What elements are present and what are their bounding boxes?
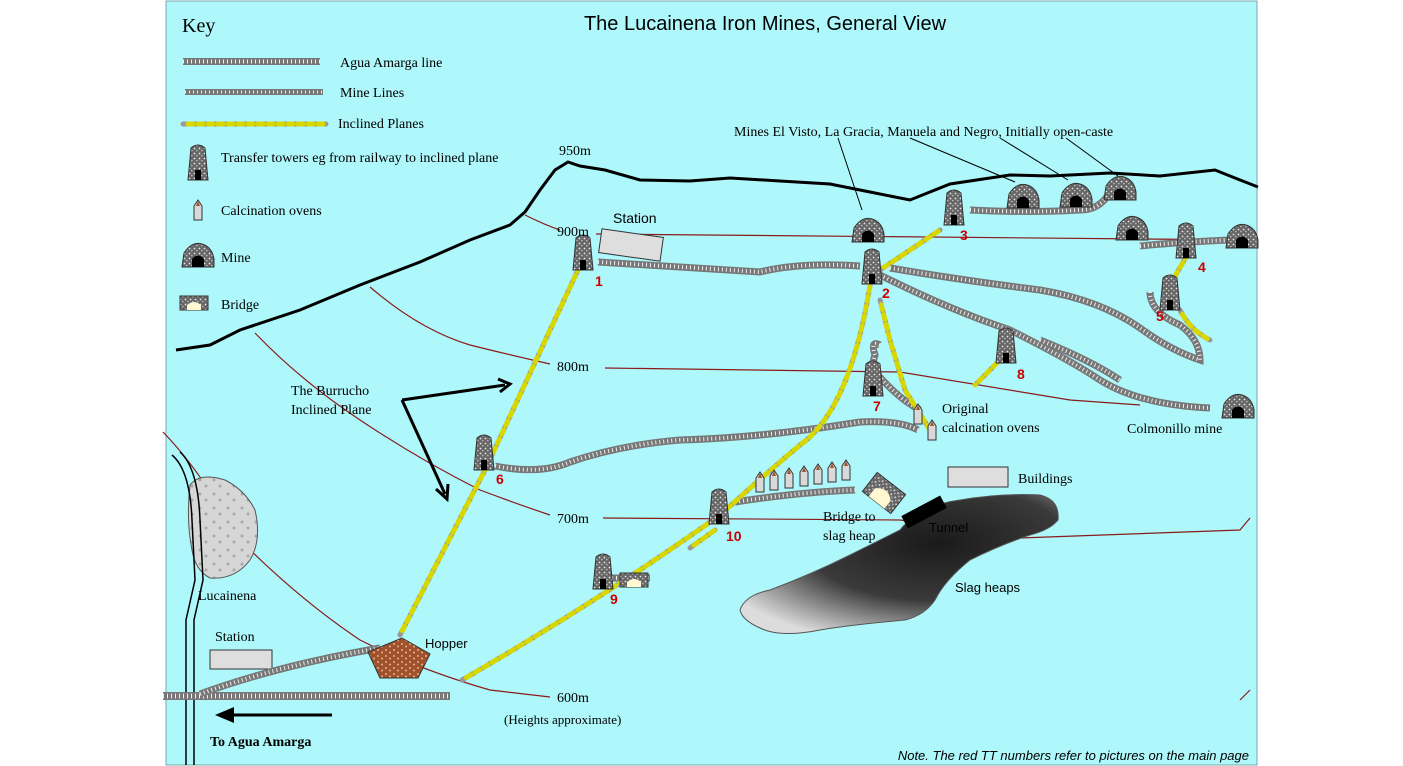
station-bottom-building xyxy=(209,649,273,670)
burrucho-label-line1: The Burrucho xyxy=(291,384,369,399)
tower-number-8: 8 xyxy=(1017,366,1025,382)
original-ovens-label-line1: Original xyxy=(942,402,989,417)
contour-600-right xyxy=(1239,689,1251,701)
key-label-agua-amarga-line: Agua Amarga line xyxy=(340,56,442,71)
lucainena-label: Lucainena xyxy=(198,589,257,604)
buildings-block xyxy=(947,466,1009,488)
key-label-inclined-planes: Inclined Planes xyxy=(338,117,424,132)
river-right xyxy=(179,451,204,765)
tunnel xyxy=(901,495,947,529)
tower-number-1: 1 xyxy=(595,273,603,289)
note-label: Note. The red TT numbers refer to pictur… xyxy=(898,748,1249,763)
tower-number-9: 9 xyxy=(610,591,618,607)
tower-number-5: 5 xyxy=(1156,308,1164,324)
key-heading: Key xyxy=(182,15,215,37)
contour-label-800: 800m xyxy=(557,360,589,375)
tower-numbers: 1 2 3 4 5 6 7 8 9 10 xyxy=(496,227,1206,607)
tower-10-icon xyxy=(708,488,730,525)
ridge-line xyxy=(175,160,1259,352)
mines-top-label: Mines El Visto, La Gracia, Manuela and N… xyxy=(734,125,1113,140)
tower-number-2: 2 xyxy=(882,285,890,301)
map-annotations: Mines El Visto, La Gracia, Manuela and N… xyxy=(198,125,1249,763)
tower-number-4: 4 xyxy=(1198,259,1206,275)
hopper xyxy=(367,637,431,679)
tower-number-7: 7 xyxy=(873,398,881,414)
agua-amarga-line-icon xyxy=(183,58,320,65)
agua-amarga-line xyxy=(163,644,450,700)
slag-heaps-label: Slag heaps xyxy=(955,580,1021,595)
map-key: Key Agua Amarga line Mine Lines Inclined… xyxy=(179,15,498,313)
contour-label-900: 900m xyxy=(557,225,589,240)
hopper-label: Hopper xyxy=(425,636,468,651)
contour-800-left xyxy=(369,286,551,365)
to-agua-amarga-arrow xyxy=(215,707,332,723)
contour-label-700: 700m xyxy=(557,512,589,527)
slag-heaps xyxy=(739,494,1059,634)
tower-2-icon xyxy=(861,248,883,285)
tower-1-icon xyxy=(572,234,594,271)
transfer-tower-icon xyxy=(187,144,209,181)
tunnel-label: Tunnel xyxy=(929,520,968,535)
buildings-label: Buildings xyxy=(1018,472,1072,487)
contour-800-right xyxy=(604,367,1141,406)
station-top-building xyxy=(598,228,664,262)
key-label-mine-lines: Mine Lines xyxy=(340,86,404,101)
map-background xyxy=(165,0,1258,766)
contour-700-left xyxy=(254,332,551,516)
bridge-slag-label-line2: slag heap xyxy=(823,529,875,544)
original-ovens-label-line2: calcination ovens xyxy=(942,421,1040,436)
tower-6-icon xyxy=(473,434,495,471)
to-agua-amarga-label: To Agua Amarga xyxy=(210,735,311,750)
key-label-mine: Mine xyxy=(221,251,251,266)
station-top-label: Station xyxy=(613,210,657,226)
mines-leader-lines xyxy=(837,137,1119,211)
map-title: The Lucainena Iron Mines, General View xyxy=(584,13,947,35)
bridge-icon xyxy=(619,572,649,588)
contour-label-600: 600m xyxy=(557,691,589,706)
lucainena-town xyxy=(187,476,259,579)
key-label-transfer-towers: Transfer towers eg from railway to incli… xyxy=(221,151,498,166)
tower-9-icon xyxy=(592,553,614,590)
tower-8-icon xyxy=(995,327,1017,364)
colmonillo-mine-label: Colmonillo mine xyxy=(1127,422,1222,437)
tower-3-icon xyxy=(943,189,965,226)
tower-number-6: 6 xyxy=(496,471,504,487)
bridge-to-slag-heap-icon xyxy=(861,471,907,515)
bridge-slag-label-line1: Bridge to xyxy=(823,510,876,525)
mine-lines xyxy=(494,190,1231,582)
tower-7-icon xyxy=(862,360,884,397)
mine-line-icon xyxy=(185,89,323,95)
key-label-bridge: Bridge xyxy=(221,298,259,313)
key-label-calcination-ovens: Calcination ovens xyxy=(221,204,322,219)
bridge-icon xyxy=(179,295,209,311)
tower-number-3: 3 xyxy=(960,227,968,243)
tower-5-icon xyxy=(1159,274,1181,311)
contour-label-950: 950m xyxy=(559,144,591,159)
contour-labels: 950m 900m 800m 700m 600m xyxy=(557,144,591,706)
burrucho-arrows xyxy=(400,377,513,503)
tower-number-10: 10 xyxy=(726,528,742,544)
burrucho-label-line2: Inclined Plane xyxy=(291,403,371,418)
river-left xyxy=(171,454,196,765)
tower-4-icon xyxy=(1175,222,1197,259)
station-bottom-label: Station xyxy=(215,630,255,645)
heights-label: (Heights approximate) xyxy=(504,712,621,727)
